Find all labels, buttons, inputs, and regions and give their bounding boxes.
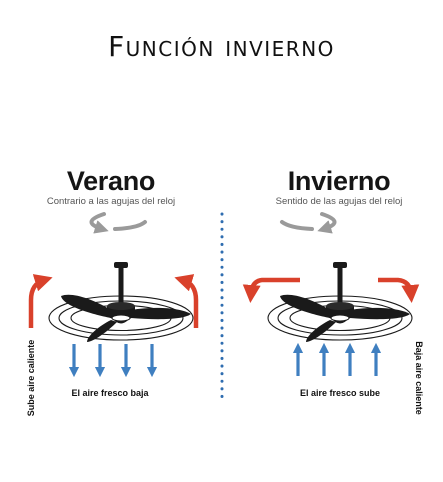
summer-rotation-label: Contrario a las agujas del reloj <box>46 196 176 207</box>
winter-rotation-arrows <box>280 212 337 234</box>
winter-hot-air-arrows <box>242 277 420 303</box>
summer-title: Verano <box>66 166 156 196</box>
winter-cool-air-arrows <box>292 342 382 376</box>
summer-hot-air-arrows <box>28 274 199 328</box>
winter-title: Invierno <box>287 166 391 196</box>
winter-fan-icon <box>267 261 413 343</box>
winter-rotation-label: Sentido de las agujas del reloj <box>275 196 403 207</box>
summer-caption: El aire fresco baja <box>71 388 149 398</box>
summer-cool-air-arrows <box>68 344 158 378</box>
summer-fan-icon <box>48 261 194 343</box>
summer-rotation-arrows <box>89 212 147 234</box>
page-title: Función invierno <box>108 30 335 63</box>
winter-caption: El aire fresco sube <box>299 388 381 398</box>
